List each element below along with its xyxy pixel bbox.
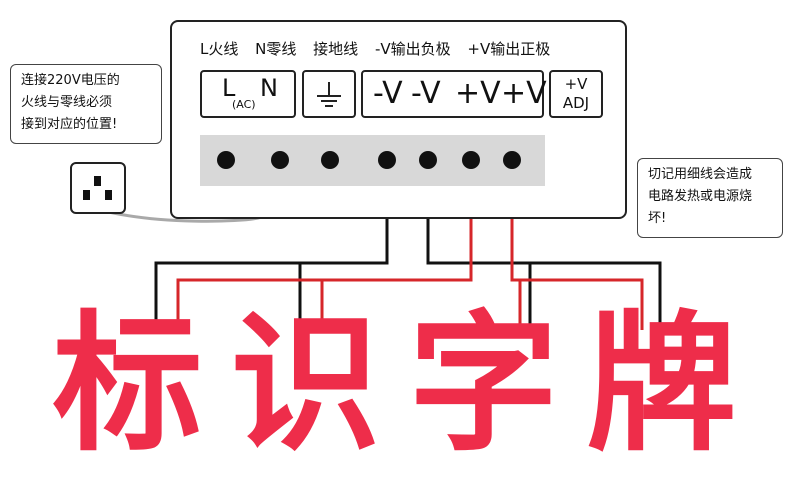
terminal-neg-1: -V — [373, 76, 403, 111]
sign-title: 标 识 字 牌 — [0, 300, 789, 470]
callout-line: 火线与零线必须 — [21, 95, 113, 110]
pos-wire-1 — [176, 160, 473, 330]
screw-neg-1 — [378, 151, 396, 169]
pos-wire-2 — [510, 160, 644, 330]
adjust-box: +V ADJ — [549, 70, 603, 118]
screw-pos-2 — [503, 151, 521, 169]
label-neutral: N零线 — [255, 40, 297, 58]
callout-line: 坏! — [648, 211, 667, 226]
ac-input-box: L N (AC) — [200, 70, 296, 118]
terminal-strip — [200, 135, 545, 186]
label-live: L火线 — [200, 40, 239, 58]
adjust-label-bottom: ADJ — [562, 94, 590, 112]
sign-char: 字 — [408, 298, 559, 472]
terminal-neg-2: -V — [411, 76, 441, 111]
terminal-pos-1: +V — [455, 76, 501, 111]
callout-line: 接到对应的位置! — [21, 117, 118, 132]
screw-pos-1 — [462, 151, 480, 169]
label-pos-output: +V输出正极 — [467, 40, 551, 58]
screw-n — [271, 151, 289, 169]
terminal-ac: (AC) — [232, 98, 256, 111]
warning-callout-ac: 连接220V电压的 火线与零线必须 接到对应的位置! — [10, 64, 162, 144]
ground-box — [302, 70, 356, 118]
screw-ground — [321, 151, 339, 169]
sign-char: 识 — [230, 298, 381, 472]
terminal-l: L — [222, 74, 236, 102]
terminal-pos-2: +V — [501, 76, 547, 111]
dc-output-box: -V -V +V +V — [361, 70, 547, 118]
sign-char: 标 — [52, 298, 203, 472]
socket-icon — [83, 176, 112, 200]
callout-line: 切记用细线会造成 — [648, 167, 753, 182]
terminal-n: N — [260, 74, 278, 102]
callout-line: 连接220V电压的 — [21, 73, 120, 88]
power-socket — [70, 162, 126, 214]
callout-line: 电路发热或电源烧 — [648, 189, 753, 204]
screw-l — [217, 151, 235, 169]
screw-neg-2 — [419, 151, 437, 169]
terminal-header-labels: L火线 N零线 接地线 -V输出负极 +V输出正极 — [200, 38, 562, 59]
adjust-label-top: +V — [564, 75, 588, 93]
sign-char: 牌 — [586, 298, 737, 472]
label-neg-output: -V输出负极 — [374, 40, 451, 58]
warning-callout-wire: 切记用细线会造成 电路发热或电源烧 坏! — [637, 158, 783, 238]
label-ground: 接地线 — [313, 40, 359, 58]
ground-icon — [317, 82, 341, 107]
